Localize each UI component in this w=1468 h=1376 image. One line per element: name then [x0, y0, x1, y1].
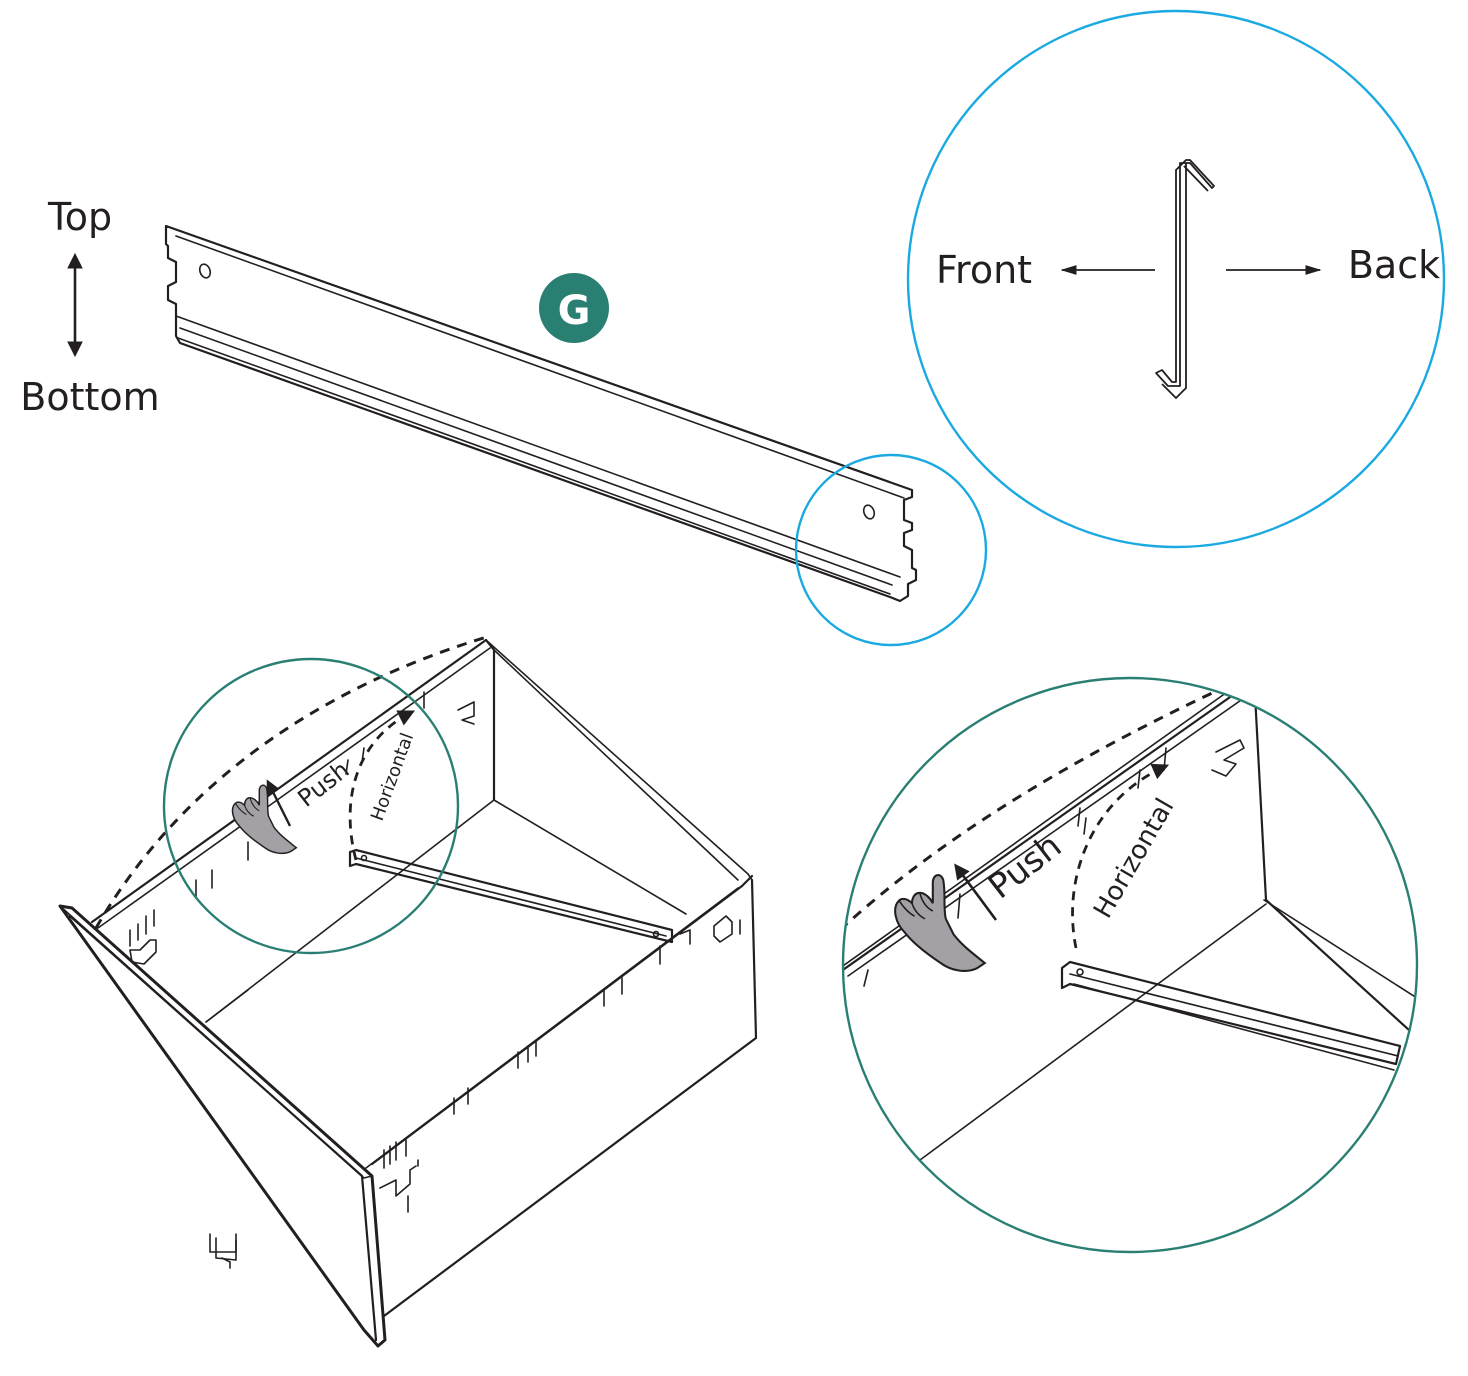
push-label-zoom: Push: [981, 826, 1069, 907]
push-path-dashed: [94, 634, 491, 929]
horizontal-path-dashed: [348, 710, 416, 861]
left-wall-slots: [129, 691, 475, 965]
right-wall-slots: [379, 915, 741, 1213]
front-label: Front: [936, 248, 1032, 292]
rail-part-g: [164, 224, 918, 603]
rail-installed: [348, 848, 674, 944]
profile-detail-callout: Front Back: [906, 9, 1446, 549]
push-arrow-zoom-icon: [954, 863, 998, 921]
part-g-badge: G: [539, 273, 609, 343]
drawer-box: [58, 638, 758, 1348]
push-arrow-icon: [266, 779, 292, 827]
zoomed-instruction-callout: Push Horizontal: [841, 676, 1419, 1254]
back-label: Back: [1348, 243, 1440, 287]
push-label: Push: [292, 756, 354, 813]
instruction-detail-marker: [162, 657, 460, 955]
part-letter: G: [558, 288, 591, 334]
bottom-label: Bottom: [20, 375, 159, 419]
rail-profile-shape: [1155, 159, 1215, 387]
horizontal-label: Horizontal: [367, 730, 418, 824]
top-label: Top: [47, 195, 112, 239]
rail-detail-marker: [794, 453, 988, 647]
horizontal-label-zoom: Horizontal: [1088, 794, 1180, 924]
orientation-indicator: Top Bottom: [20, 195, 159, 419]
